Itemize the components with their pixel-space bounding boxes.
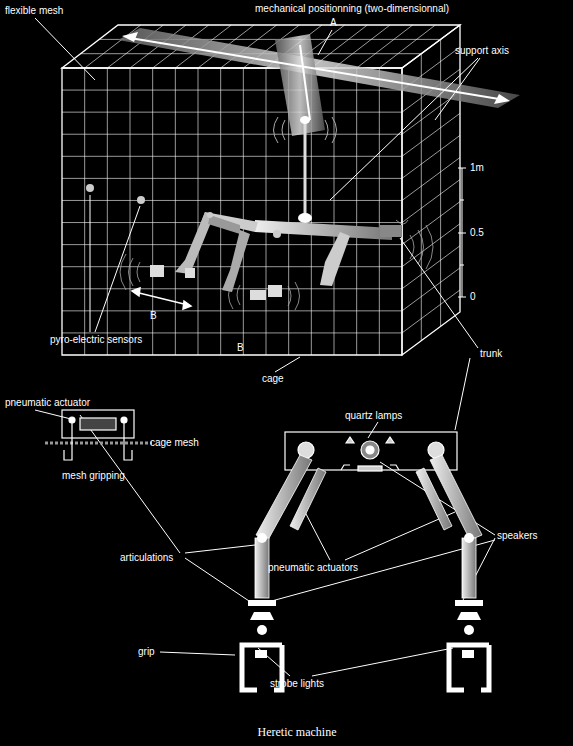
part-label: flexible mesh: [5, 5, 63, 17]
support-axis: [274, 116, 337, 223]
part-label: pyro-electric sensors: [50, 334, 142, 346]
pyro-electric-sensors: [86, 184, 281, 238]
positioning-rail: [118, 28, 520, 136]
section-letter: A: [330, 17, 337, 29]
part-label: strobe lights: [270, 678, 324, 690]
part-label: pneumatic actuator: [5, 397, 90, 409]
sound-waves: [120, 220, 433, 310]
part-label: mechanical positionning (two-dimensionna…: [255, 3, 449, 15]
part-label: cage: [262, 373, 284, 385]
part-label: grip: [138, 646, 155, 658]
articulation-joints: [248, 533, 483, 635]
scale-value: 0.5: [470, 227, 484, 239]
detail-title: mesh gripping: [62, 470, 125, 482]
scale-bar: [458, 168, 466, 297]
part-label: cage mesh: [150, 437, 199, 449]
part-label: speakers: [497, 530, 538, 542]
b-arrows: [132, 288, 191, 309]
caption: Heretic machine: [258, 726, 337, 738]
part-label: pneumatic actuators: [268, 562, 358, 574]
scale-value: 1m: [470, 162, 484, 174]
mesh-gripping-detail: [45, 410, 152, 460]
section-letter: B: [150, 310, 157, 322]
scale-value: 0: [470, 291, 476, 303]
leader-lines: [35, 18, 495, 676]
legs-detail: [255, 455, 482, 598]
part-label: support axis: [455, 45, 509, 57]
grips: [242, 645, 489, 690]
part-label: articulations: [120, 552, 173, 564]
strobe-lights: [255, 650, 474, 658]
part-label: quartz lamps: [345, 410, 402, 422]
part-label: trunk: [480, 348, 502, 360]
trunk-detail: [285, 432, 457, 471]
robot-in-cage: [150, 212, 402, 300]
section-letter: B: [237, 342, 244, 354]
